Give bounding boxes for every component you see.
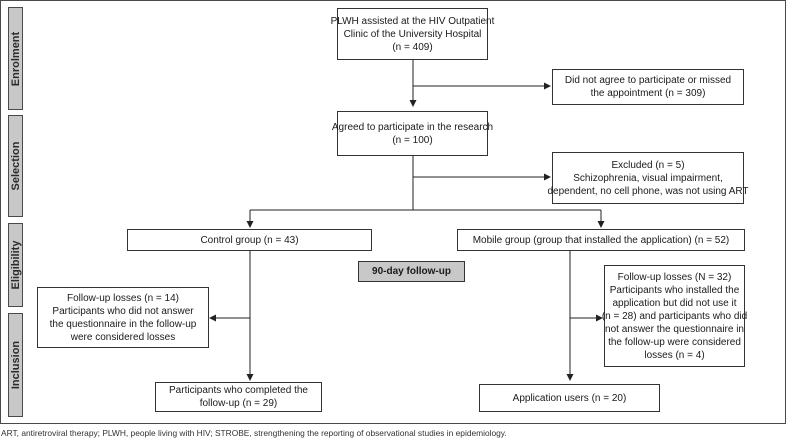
stage-eligibility: Eligibility	[8, 223, 23, 307]
box-text: Application users (n = 20)	[512, 392, 627, 404]
box-text: Follow-up losses (N = 32)	[617, 271, 732, 283]
box-text: Excluded (n = 5)	[611, 159, 685, 171]
box-text: not answer the questionnaire in	[605, 323, 744, 335]
figure-caption: ART, antiretroviral therapy; PLWH, peopl…	[1, 428, 507, 438]
box-text: Follow-up losses (n = 14)	[67, 292, 179, 304]
box-text: Participants who completed the	[169, 385, 308, 396]
box-text: Clinic of the University Hospital	[343, 28, 482, 40]
box-text: the questionnaire in the follow-up	[49, 318, 197, 330]
mobile-losses-box: Follow-up losses (N = 32) Participants w…	[601, 265, 748, 367]
enrolment-box: PLWH assisted at the HIV Outpatient Clin…	[331, 8, 494, 60]
box-text: (n = 409)	[392, 41, 433, 53]
diagram-frame	[0, 0, 786, 424]
stage-enrolment: Enrolment	[8, 7, 23, 110]
control-losses-box: Follow-up losses (n = 14) Participants w…	[37, 287, 209, 348]
box-text: 90-day follow-up	[372, 266, 451, 277]
not-agree-box: Did not agree to participate or missed t…	[552, 69, 744, 105]
app-users-box: Application users (n = 20)	[479, 384, 660, 412]
box-text: were considered losses	[70, 331, 176, 343]
box-text: losses (n = 4)	[644, 349, 705, 361]
control-group-box: Control group (n = 43)	[127, 229, 372, 251]
box-text: Participants who did not answer	[52, 305, 194, 317]
box-text: follow-up (n = 29)	[199, 398, 278, 409]
box-text: Control group (n = 43)	[200, 234, 299, 246]
box-text: application but did not use it	[612, 297, 737, 309]
box-text: the follow-up were considered	[608, 336, 741, 348]
box-text: (n = 100)	[392, 134, 433, 146]
stage-selection: Selection	[8, 115, 23, 217]
box-text: Mobile group (group that installed the a…	[472, 234, 730, 246]
box-text: (n = 28) and participants who did	[601, 310, 748, 322]
excluded-box: Excluded (n = 5) Schizophrenia, visual i…	[547, 152, 749, 204]
agreed-box: Agreed to participate in the research (n…	[332, 111, 493, 156]
followup-box: 90-day follow-up	[358, 261, 465, 282]
box-text: Did not agree to participate or missed	[564, 75, 732, 86]
box-text: the appointment (n = 309)	[590, 88, 706, 99]
box-text: Agreed to participate in the research	[331, 121, 494, 133]
box-text: PLWH assisted at the HIV Outpatient	[330, 15, 495, 27]
box-text: Schizophrenia, visual impairment,	[573, 172, 723, 184]
stage-inclusion: Inclusion	[8, 313, 23, 417]
box-text: Participants who installed the	[609, 284, 740, 296]
box-text: dependent, no cell phone, was not using …	[547, 185, 749, 197]
completed-box: Participants who completed the follow-up…	[155, 382, 322, 412]
mobile-group-box: Mobile group (group that installed the a…	[457, 229, 745, 251]
